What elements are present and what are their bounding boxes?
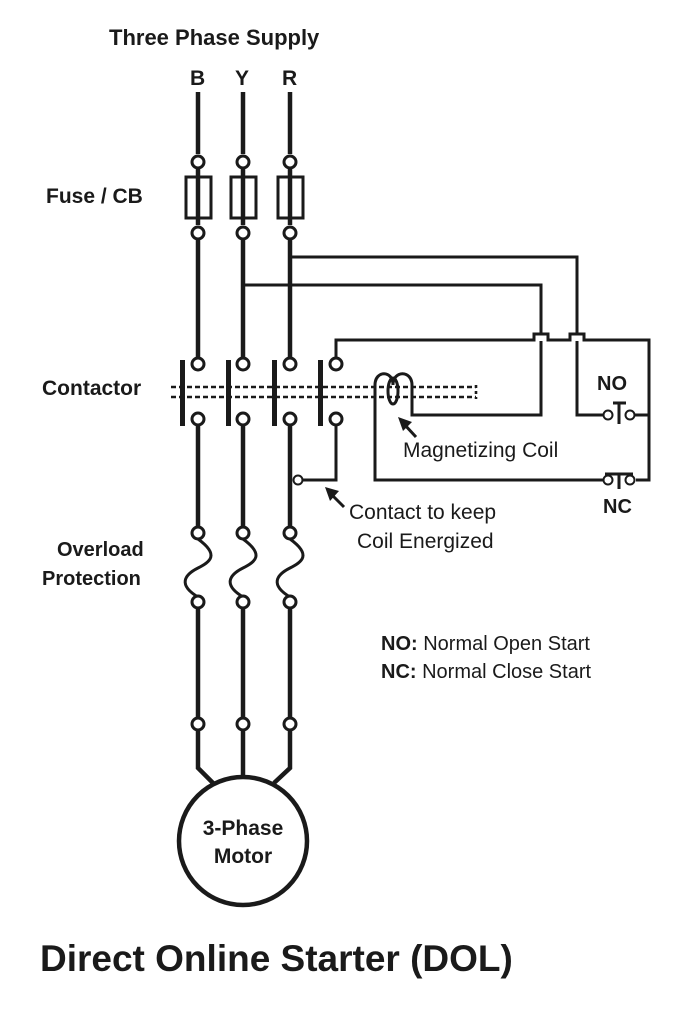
motor-terminals	[190, 716, 298, 732]
coil-to-nc-wire	[373, 385, 603, 482]
overload-relays	[183, 525, 305, 610]
legend-text-no: Normal Open Start	[423, 633, 590, 655]
legend-text-nc: Normal Close Start	[422, 661, 592, 683]
holding-contact-wire	[334, 332, 651, 482]
fuse-label: Fuse / CB	[46, 185, 143, 208]
supply-label: Three Phase Supply	[109, 25, 320, 50]
overload-b	[183, 525, 213, 610]
holding-contact-arrow-icon	[325, 487, 346, 509]
motor-label-line2: Motor	[213, 845, 273, 868]
legend-row-nc: NC: Normal Close Start	[381, 662, 591, 682]
nc-push-button	[602, 472, 636, 489]
coil-annotation: Magnetizing Coil	[403, 439, 559, 462]
no-push-button	[602, 401, 636, 424]
control-wire-y	[243, 283, 543, 333]
control-wiring	[243, 255, 651, 486]
overload-label-line2: Protection	[42, 568, 141, 590]
magnetizing-coil	[373, 372, 414, 406]
legend-key-no: NO:	[381, 633, 418, 655]
holding-contact-annotation-line1: Contact to keep	[349, 501, 497, 524]
contactor-bar-aux	[318, 360, 323, 426]
motor-label-line1: 3-Phase	[202, 817, 284, 840]
fuse-y	[229, 154, 258, 241]
holding-contact-tap-terminal	[292, 474, 304, 486]
phase-label-y: Y	[235, 67, 250, 90]
legend-key-nc: NC:	[381, 661, 417, 683]
phase-lines	[195, 92, 293, 785]
legend-row-no: NO: Normal Open Start	[381, 634, 590, 654]
fuses	[184, 154, 305, 241]
contactor-bar-y	[226, 360, 231, 426]
fuse-r	[276, 154, 305, 241]
fuse-b	[184, 154, 213, 241]
contactor	[171, 356, 478, 427]
holding-contact-annotation-line2: Coil Energized	[357, 530, 494, 553]
coil-core	[386, 376, 400, 406]
motor-circle	[176, 774, 310, 908]
diagram-title: Direct Online Starter (DOL)	[40, 938, 513, 979]
control-wire-to-coil	[410, 341, 543, 417]
motor-lead-b	[195, 731, 215, 785]
coil-loops	[373, 372, 414, 392]
no-switch-label: NO	[597, 373, 627, 395]
contactor-label: Contactor	[42, 377, 142, 400]
holding-contact-tap-wire	[302, 426, 338, 482]
contactor-bar-b	[180, 360, 185, 426]
overload-label-line1: Overload	[57, 539, 144, 561]
motor-lead-r	[272, 731, 293, 785]
phase-label-b: B	[190, 67, 206, 90]
coil-arrow-icon	[398, 417, 418, 439]
contactor-bar-r	[272, 360, 277, 426]
overload-r	[275, 525, 305, 610]
overload-y	[228, 525, 258, 610]
phase-label-r: R	[282, 67, 298, 90]
control-wire-to-no	[575, 341, 603, 417]
control-wire-r	[290, 255, 579, 333]
nc-switch-label: NC	[603, 496, 632, 518]
